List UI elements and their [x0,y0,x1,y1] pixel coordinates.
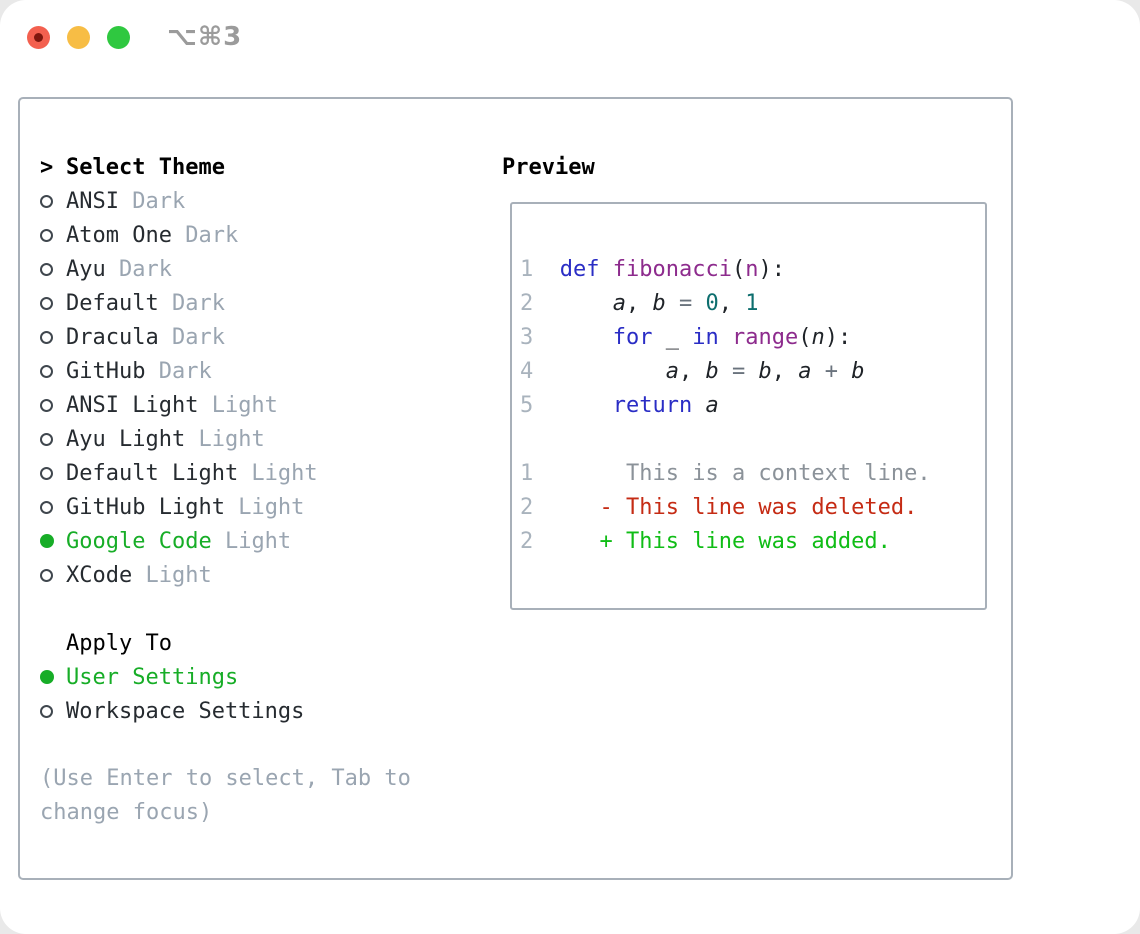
code-line: 3 for _ in range(n): [520,325,852,350]
theme-name: Google Code [66,528,212,554]
theme-variant: Light [132,562,212,588]
line-number: 2 [520,291,534,316]
theme-name: Ayu Light [66,426,186,452]
theme-name: Default [66,290,159,316]
radio-icon [40,466,56,480]
theme-variant: Dark [145,358,212,384]
theme-variant: Dark [158,324,225,350]
code-line: 1 def fibonacci(n): [520,257,785,282]
radio-icon [40,296,56,310]
diff-text: This is a context line. [625,461,931,486]
keyboard-hint: (Use Enter to select, Tab to change focu… [40,766,411,825]
line-number: 5 [520,393,534,418]
theme-option[interactable]: ANSI Dark [40,184,490,218]
apply-to-title: Apply To [66,630,172,656]
line-number: 3 [520,325,534,350]
diff-preview: 1 This is a context line.2 - This line w… [520,457,977,559]
theme-variant: Dark [105,256,172,282]
theme-variant: Light [185,426,265,452]
spacer [520,423,977,457]
theme-name: XCode [66,562,133,588]
radio-icon [40,330,56,344]
prompt-icon: > [40,154,54,180]
radio-icon [40,262,56,276]
code-preview: 1 def fibonacci(n): 2 a, b = 0, 1 3 for _ … [520,253,977,423]
diff-marker [599,461,626,486]
apply-option-label: Workspace Settings [66,698,305,724]
theme-variant: Light [211,528,292,554]
theme-name: Dracula [66,324,159,350]
diff-marker: + [599,529,626,554]
line-number: 1 [520,257,534,282]
radio-icon [40,704,56,718]
diff-text: This line was added. [625,529,891,554]
code-line: 5 return a [520,393,719,418]
theme-option[interactable]: Google Code Light [40,524,490,558]
code-line: 2 a, b = 0, 1 [520,291,759,316]
theme-option[interactable]: Ayu Light Light [40,422,490,456]
apply-option[interactable]: User Settings [40,660,490,694]
radio-icon [40,194,56,208]
theme-name: Default Light [66,460,239,486]
diff-line: 1 This is a context line. [520,457,977,491]
radio-icon [40,398,56,412]
select-theme-header: > Select Theme [40,150,490,184]
theme-variant: Light [238,460,318,486]
theme-option[interactable]: GitHub Light Light [40,490,490,524]
preview-panel: 1 def fibonacci(n): 2 a, b = 0, 1 3 for _ … [510,202,987,610]
theme-option[interactable]: Ayu Dark [40,252,490,286]
apply-to-header: Apply To [40,626,490,660]
code-line: 4 a, b = b, a + b [520,359,865,384]
spacer [40,592,490,626]
theme-variant: Light [224,494,305,520]
radio-icon [40,228,56,242]
radio-selected-icon [40,534,56,548]
theme-name: ANSI Light [66,392,199,418]
line-number: 2 [520,495,534,520]
spacer [40,728,490,762]
radio-icon [40,432,56,446]
radio-icon [40,568,56,582]
zoom-button-icon[interactable] [107,26,130,49]
theme-name: Atom One [66,222,172,248]
diff-text: This line was deleted. [625,495,918,520]
radio-icon [40,500,56,514]
radio-icon [40,364,56,378]
theme-option[interactable]: ANSI Light Light [40,388,490,422]
theme-variant: Light [198,392,278,418]
close-button-icon[interactable] [27,26,50,49]
theme-name: Ayu [66,256,106,282]
diff-line: 2 + This line was added. [520,525,977,559]
radio-selected-icon [40,670,56,684]
theme-option[interactable]: XCode Light [40,558,490,592]
apply-option[interactable]: Workspace Settings [40,694,490,728]
preview-title: Preview [502,154,595,180]
theme-variant: Dark [158,290,225,316]
window-title: ⌥⌘3 [167,22,243,52]
line-number: 4 [520,359,534,384]
select-theme-title: Select Theme [66,154,225,180]
theme-name: GitHub [66,358,146,384]
theme-variant: Dark [118,188,186,214]
theme-option[interactable]: GitHub Dark [40,354,490,388]
theme-name: GitHub Light [66,494,225,520]
diff-line: 2 - This line was deleted. [520,491,977,525]
apply-option-label: User Settings [66,664,239,690]
theme-option[interactable]: Default Light Light [40,456,490,490]
theme-option[interactable]: Default Dark [40,286,490,320]
theme-name: ANSI [66,188,119,214]
line-number: 1 [520,461,534,486]
minimize-button-icon[interactable] [67,26,90,49]
theme-option[interactable]: Dracula Dark [40,320,490,354]
title-bar: ⌥⌘3 [0,0,1140,75]
diff-marker: - [599,495,626,520]
theme-variant: Dark [171,222,239,248]
theme-option[interactable]: Atom One Dark [40,218,490,252]
line-number: 2 [520,529,534,554]
